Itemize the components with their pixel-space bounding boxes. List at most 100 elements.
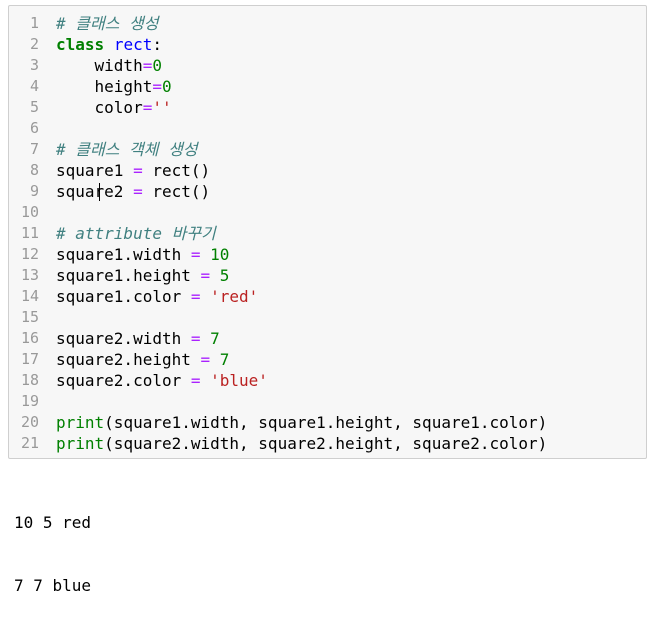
code-text[interactable]: square2.height = 7 bbox=[56, 349, 229, 370]
code-line[interactable]: 20 print(square1.width, square1.height, s… bbox=[9, 412, 646, 433]
code-text[interactable]: square2 = rect() bbox=[56, 181, 210, 202]
code-line[interactable]: 2 class rect: bbox=[9, 34, 646, 55]
code-text[interactable]: class rect: bbox=[56, 34, 162, 55]
line-number: 2 bbox=[29, 35, 39, 53]
code-line[interactable]: 15 bbox=[9, 307, 646, 328]
code-line[interactable]: 3 width=0 bbox=[9, 55, 646, 76]
code-text[interactable]: # 클래스 생성 bbox=[56, 13, 159, 34]
code-token: = bbox=[190, 287, 201, 306]
code-text[interactable]: print(square1.width, square1.height, squ… bbox=[56, 412, 547, 433]
code-token: = bbox=[190, 371, 201, 390]
code-token: = bbox=[190, 245, 201, 264]
line-number: 16 bbox=[20, 329, 39, 347]
code-text[interactable]: height=0 bbox=[56, 76, 172, 97]
code-token: width bbox=[56, 56, 143, 75]
code-token bbox=[210, 266, 220, 285]
code-text[interactable]: square2.color = 'blue' bbox=[56, 370, 268, 391]
line-number: 17 bbox=[20, 350, 39, 368]
code-text[interactable]: # 클래스 객체 생성 bbox=[56, 139, 198, 160]
code-token: height bbox=[56, 77, 153, 96]
code-token: = bbox=[190, 329, 201, 348]
code-token: rect() bbox=[142, 161, 211, 180]
code-text[interactable]: square1.width = 10 bbox=[56, 244, 229, 265]
code-text[interactable]: print(square2.width, square2.height, squ… bbox=[56, 433, 547, 454]
line-number: 14 bbox=[20, 287, 39, 305]
code-line[interactable]: 8 square1 = rect() bbox=[9, 160, 646, 181]
code-token: = bbox=[200, 266, 211, 285]
code-text[interactable]: color='' bbox=[56, 97, 172, 118]
line-number: 4 bbox=[29, 77, 39, 95]
line-number: 1 bbox=[29, 14, 39, 32]
line-number: 12 bbox=[20, 245, 39, 263]
line-number: 3 bbox=[29, 56, 39, 74]
code-token: = bbox=[133, 161, 143, 180]
text-cursor bbox=[99, 183, 100, 201]
line-number: 18 bbox=[20, 371, 39, 389]
code-text[interactable]: width=0 bbox=[56, 55, 162, 76]
code-line[interactable]: 4 height=0 bbox=[9, 76, 646, 97]
code-token: # 클래스 생성 bbox=[56, 14, 159, 33]
code-token: '' bbox=[152, 98, 172, 117]
code-token bbox=[201, 371, 211, 390]
code-text[interactable]: # attribute 바꾸기 bbox=[56, 223, 216, 244]
code-token: = bbox=[142, 98, 153, 117]
code-token: print bbox=[56, 413, 105, 432]
code-token: square1.height bbox=[56, 266, 201, 285]
code-text[interactable]: square2.width = 7 bbox=[56, 328, 220, 349]
code-token: square1.color bbox=[56, 287, 191, 306]
line-number: 9 bbox=[29, 182, 39, 200]
code-token: square1.width bbox=[56, 245, 191, 264]
code-line[interactable]: 1 # 클래스 생성 bbox=[9, 13, 646, 34]
code-token: (square2.width, square2.height, square2.… bbox=[104, 434, 548, 453]
code-token: 0 bbox=[152, 56, 162, 75]
code-line[interactable]: 19 bbox=[9, 391, 646, 412]
code-token: square1 bbox=[56, 161, 134, 180]
code-token bbox=[201, 287, 211, 306]
code-token: square2 bbox=[56, 182, 134, 201]
cell-output: 10 5 red 7 7 blue bbox=[14, 470, 91, 617]
code-line[interactable]: 5 color='' bbox=[9, 97, 646, 118]
code-token: 'blue' bbox=[210, 371, 268, 390]
code-token bbox=[104, 35, 114, 54]
code-token: square2.height bbox=[56, 350, 201, 369]
code-text[interactable]: square1.height = 5 bbox=[56, 265, 229, 286]
code-line[interactable]: 11# attribute 바꾸기 bbox=[9, 223, 646, 244]
code-token: 10 bbox=[210, 245, 230, 264]
line-number: 21 bbox=[20, 434, 39, 452]
code-token: # 클래스 객체 생성 bbox=[56, 140, 198, 159]
code-token: color bbox=[56, 98, 143, 117]
code-line[interactable]: 17 square2.height = 7 bbox=[9, 349, 646, 370]
code-line[interactable]: 10 bbox=[9, 202, 646, 223]
code-token bbox=[201, 245, 211, 264]
code-line[interactable]: 9 square2 = rect() bbox=[9, 181, 646, 202]
code-token: square2.width bbox=[56, 329, 191, 348]
code-line[interactable]: 21 print(square2.width, square2.height, s… bbox=[9, 433, 646, 454]
code-line[interactable]: 16 square2.width = 7 bbox=[9, 328, 646, 349]
code-token: class bbox=[56, 35, 105, 54]
code-token: square2.color bbox=[56, 371, 191, 390]
code-token: = bbox=[200, 350, 211, 369]
code-line[interactable]: 7# 클래스 객체 생성 bbox=[9, 139, 646, 160]
code-token: # attribute 바꾸기 bbox=[56, 224, 216, 243]
code-token: 7 bbox=[210, 329, 220, 348]
line-number: 5 bbox=[29, 98, 39, 116]
code-line[interactable]: 14 square1.color = 'red' bbox=[9, 286, 646, 307]
line-number: 20 bbox=[20, 413, 39, 431]
code-line[interactable]: 18 square2.color = 'blue' bbox=[9, 370, 646, 391]
code-token: rect bbox=[113, 35, 153, 54]
code-text[interactable]: square1 = rect() bbox=[56, 160, 210, 181]
code-token: = bbox=[152, 77, 162, 96]
line-number: 8 bbox=[29, 161, 39, 179]
output-line: 10 5 red bbox=[14, 513, 92, 532]
code-token: = bbox=[142, 56, 153, 75]
code-line[interactable]: 6 bbox=[9, 118, 646, 139]
code-line[interactable]: 12 square1.width = 10 bbox=[9, 244, 646, 265]
code-text[interactable]: square1.color = 'red' bbox=[56, 286, 258, 307]
code-token: rect() bbox=[142, 182, 211, 201]
code-token: 5 bbox=[219, 266, 230, 285]
line-number: 15 bbox=[20, 308, 39, 326]
code-token: 7 bbox=[219, 350, 230, 369]
